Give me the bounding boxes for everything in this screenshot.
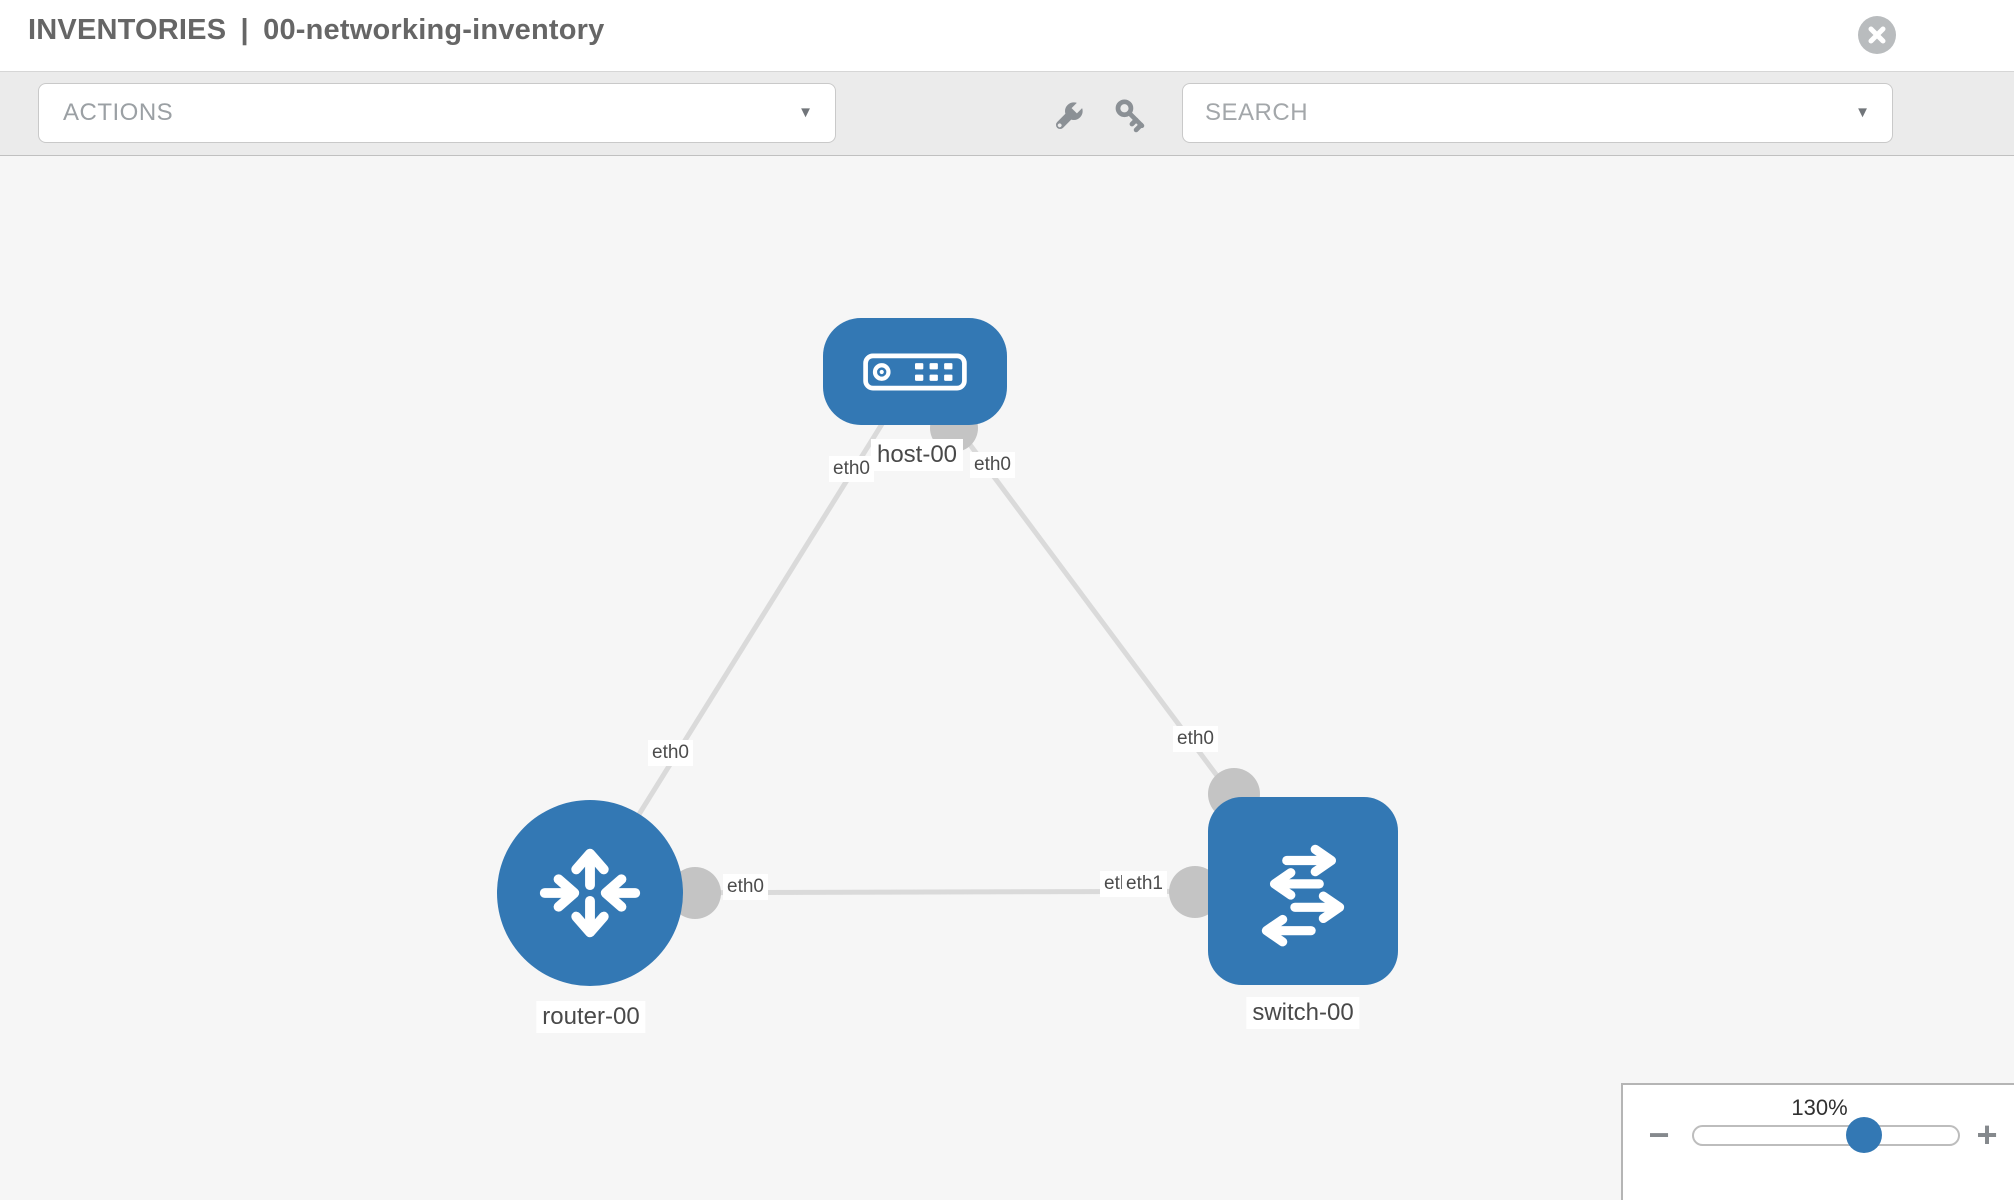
- node-router-00[interactable]: [497, 800, 683, 986]
- zoom-slider-track[interactable]: [1692, 1125, 1960, 1146]
- zoom-value: 130%: [1791, 1095, 1848, 1120]
- node-switch-00[interactable]: [1208, 797, 1398, 985]
- port-label: eth1: [1122, 871, 1167, 897]
- key-icon: [1115, 98, 1145, 132]
- page-header: INVENTORIES | 00-networking-inventory: [0, 0, 2014, 72]
- node-label-router-00: router-00: [536, 1001, 646, 1033]
- close-button[interactable]: [1858, 15, 1898, 55]
- configure-button[interactable]: [1046, 96, 1090, 140]
- zoom-panel: 130% − +: [1621, 1083, 2014, 1200]
- zoom-out-button[interactable]: −: [1637, 1113, 1681, 1157]
- zoom-in-button[interactable]: +: [1965, 1113, 2009, 1157]
- zoom-slider-thumb[interactable]: [1846, 1117, 1882, 1153]
- node-label-host-00: host-00: [870, 439, 964, 471]
- port-label: eth0: [1173, 726, 1218, 752]
- toolbar: ACTIONS ▼ ▼: [0, 72, 2014, 156]
- port-label: eth0: [829, 456, 874, 482]
- minus-icon: −: [1648, 1114, 1670, 1155]
- title-section: INVENTORIES: [28, 14, 227, 46]
- actions-dropdown-label: ACTIONS: [63, 99, 174, 126]
- switch-icon: [1261, 844, 1345, 947]
- chevron-down-icon: ▼: [1855, 104, 1870, 121]
- host-icon: [863, 353, 967, 390]
- plus-icon: +: [1976, 1114, 1998, 1155]
- title-divider: |: [240, 14, 249, 46]
- search-dropdown[interactable]: ▼: [1182, 83, 1893, 143]
- close-icon: [1858, 16, 1896, 54]
- page-title: INVENTORIES | 00-networking-inventory: [28, 14, 611, 47]
- inventory-name: 00-networking-inventory: [263, 14, 605, 46]
- wrench-icon: [1055, 100, 1085, 129]
- port-label: eth0: [970, 452, 1015, 478]
- credentials-button[interactable]: [1110, 96, 1154, 140]
- topology-canvas[interactable]: host-00 router-00 switch-00 eth0 eth0 et…: [0, 156, 2014, 1200]
- node-label-switch-00: switch-00: [1246, 997, 1360, 1029]
- search-input[interactable]: [1183, 84, 1892, 142]
- port-label: eth0: [648, 740, 693, 766]
- router-icon: [539, 848, 641, 938]
- links-layer: [587, 369, 1306, 919]
- port-label: eth0: [723, 874, 768, 900]
- chevron-down-icon: ▼: [798, 104, 813, 121]
- node-host-00[interactable]: [823, 318, 1007, 425]
- actions-dropdown[interactable]: ACTIONS ▼: [38, 83, 836, 143]
